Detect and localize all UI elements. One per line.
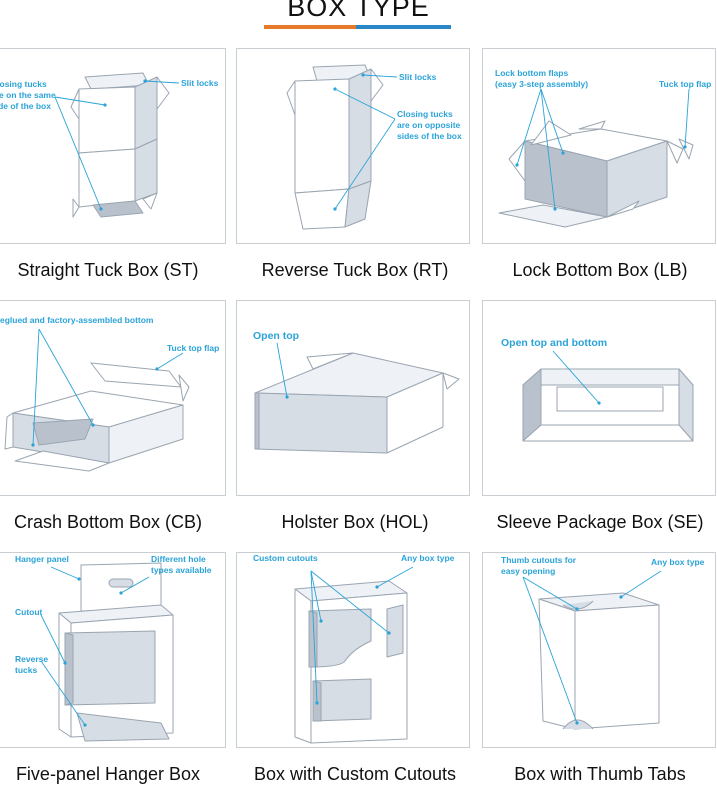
caption-crash-bottom: Crash Bottom Box (CB) [13,512,203,532]
note-closing-tucks-3: side of the box [0,101,51,111]
note-thumb-cutouts-2: easy opening [501,566,555,576]
note-closing-tucks-1: Closing tucks [397,109,453,119]
note-closing-tucks-1: Closing tucks [0,79,47,89]
note-any-box-type: Any box type [401,553,455,563]
note-custom-cutouts: Custom cutouts [253,553,318,563]
title-underline-orange [264,25,356,29]
caption-thumb-tabs: Box with Thumb Tabs [514,764,686,784]
caption-holster: Holster Box (HOL) [281,512,429,532]
hanger-box-illustration: Hanger panel Different hole types availa… [15,554,212,742]
caption-sleeve: Sleeve Package Box (SE) [496,512,704,532]
box-tile-custom-cutouts: Custom cutouts Any box type [236,552,470,748]
note-lock-bottom-1: Lock bottom flaps [495,68,568,78]
note-slit-locks: Slit locks [399,72,437,82]
caption-hanger: Five-panel Hanger Box [15,764,201,784]
note-open-top-bottom: Open top and bottom [501,337,607,349]
note-open-top: Open top [253,330,299,342]
note-cutout: Cutout [15,607,43,617]
box-tile-straight-tuck: Closing tucks are on the same side of th… [0,48,226,244]
box-tile-holster: Open top [236,300,470,496]
box-tile-lock-bottom: Lock bottom flaps (easy 3-step assembly)… [482,48,716,244]
note-closing-tucks-2: are on opposite [397,120,461,130]
box-tile-sleeve: Open top and bottom [482,300,716,496]
note-different-hole-2: types available [151,565,212,575]
note-hanger-panel: Hanger panel [15,554,69,564]
caption-custom-cutouts: Box with Custom Cutouts [253,764,457,784]
box-tile-crash-bottom: Preglued and factory-assembled bottom Tu… [0,300,226,496]
sleeve-box-illustration: Open top and bottom [501,337,694,442]
box-tile-thumb-tabs: Thumb cutouts for easy opening Any box t… [482,552,716,748]
note-closing-tucks-2: are on the same [0,90,56,100]
note-slit-locks: Slit locks [181,78,219,88]
note-reverse-tucks-2: tucks [15,665,37,675]
note-closing-tucks-3: sides of the box [397,131,462,141]
note-lock-bottom-2: (easy 3-step assembly) [495,79,588,89]
note-reverse-tucks-1: Reverse [15,654,48,664]
custom-cutouts-box-illustration: Custom cutouts Any box type [253,553,455,744]
note-tuck-top: Tuck top flap [659,79,711,89]
box-tile-hanger: Hanger panel Different hole types availa… [0,552,226,748]
note-tuck-top: Tuck top flap [167,343,219,353]
box-tile-reverse-tuck: Slit locks Closing tucks are on opposite… [236,48,470,244]
lock-bottom-box-illustration: Lock bottom flaps (easy 3-step assembly)… [495,68,711,228]
caption-reverse-tuck: Reverse Tuck Box (RT) [261,260,449,280]
note-thumb-cutouts-1: Thumb cutouts for [501,555,577,565]
straight-tuck-box-illustration: Closing tucks are on the same side of th… [0,72,219,218]
note-any-box-type: Any box type [651,557,705,567]
page-title: BOX TYPE [287,0,430,22]
crash-bottom-box-illustration: Preglued and factory-assembled bottom Tu… [0,315,219,472]
reverse-tuck-box-illustration: Slit locks Closing tucks are on opposite… [286,64,462,230]
caption-straight-tuck: Straight Tuck Box (ST) [17,260,199,280]
holster-box-illustration: Open top [253,330,460,454]
note-different-hole-1: Different hole [151,554,206,564]
note-preglued: Preglued and factory-assembled bottom [0,315,154,325]
caption-lock-bottom: Lock Bottom Box (LB) [512,260,688,280]
thumb-tabs-box-illustration: Thumb cutouts for easy opening Any box t… [501,555,705,730]
title-underline-blue [356,25,451,29]
